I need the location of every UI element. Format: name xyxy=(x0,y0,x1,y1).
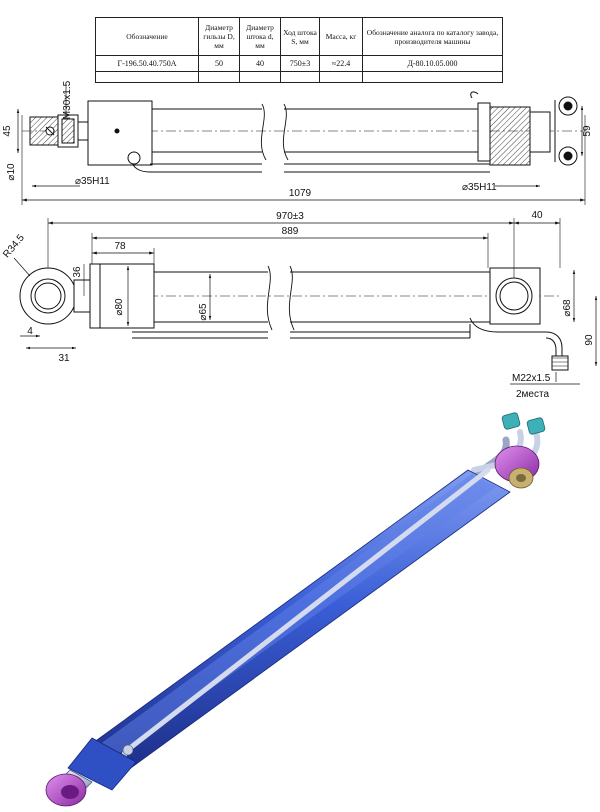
top-barrel-head xyxy=(87,100,153,166)
header-designation: Обозначение xyxy=(95,17,199,56)
total-length-label: 1079 xyxy=(289,188,312,199)
spec-table-value-row: Г-196.50.40.750А 50 40 750±3 ≈22.4 Д-80.… xyxy=(95,55,503,72)
dim-4-label: 4 xyxy=(27,326,33,337)
offset-78-label: 78 xyxy=(114,241,126,252)
iso-fitting-left-icon xyxy=(501,412,521,430)
dia-65-label: ⌀65 xyxy=(198,303,209,321)
right-end-section xyxy=(489,106,531,166)
dia-80-label: ⌀80 xyxy=(114,298,125,316)
dim-31-label: 31 xyxy=(58,353,70,364)
height-right-label: 59 xyxy=(582,125,593,137)
iso-fitting-right-icon xyxy=(526,417,546,435)
dia-68-label: ⌀68 xyxy=(562,299,573,317)
height-90-label: 90 xyxy=(584,334,595,346)
header-mass: Масса, кг xyxy=(319,17,363,56)
length-970-label: 970±3 xyxy=(276,211,304,222)
spec-table-header-row: Обозначение Диаметр гильзы D, мм Диаметр… xyxy=(95,17,503,56)
thread-label: M30x1.5 xyxy=(62,80,73,119)
isometric-view xyxy=(45,412,546,807)
top-view xyxy=(16,84,586,205)
side-elbow-tube xyxy=(469,317,563,358)
offset-40-label: 40 xyxy=(531,210,543,221)
bore-left-label: ⌀35H11 xyxy=(75,176,110,187)
iso-front-head xyxy=(67,737,137,791)
top-oil-tube xyxy=(131,159,490,173)
side-barrel-head xyxy=(89,263,155,329)
spec-table: Обозначение Диаметр гильзы D, мм Диаметр… xyxy=(95,17,503,83)
spec-table-blank-row xyxy=(95,71,503,83)
port-count-label: 2места xyxy=(516,389,549,400)
height-36-label: 36 xyxy=(72,266,83,278)
iso-tube-front xyxy=(127,467,491,751)
header-rod-diameter: Диаметр штока d, мм xyxy=(239,17,281,56)
bore-right-label: ⌀35H11 xyxy=(462,182,497,193)
radius-label: R34.5 xyxy=(1,232,27,260)
length-889-label: 889 xyxy=(282,226,299,237)
header-analog: Обозначение аналога по каталогу завода, … xyxy=(362,17,503,56)
iso-front-eye xyxy=(45,773,87,807)
iso-rear-eye xyxy=(494,445,540,489)
port-thread-label: M22x1.5 xyxy=(512,373,551,384)
height-left-label: 45 xyxy=(2,125,13,137)
side-view xyxy=(13,218,598,385)
header-stroke: Ход штока S, мм xyxy=(280,17,320,56)
dia-small-label: ⌀10 xyxy=(6,163,17,181)
top-view-labels: M30x1.5 45 ⌀10 ⌀35H11 ⌀35H11 59 1079 xyxy=(2,80,593,199)
